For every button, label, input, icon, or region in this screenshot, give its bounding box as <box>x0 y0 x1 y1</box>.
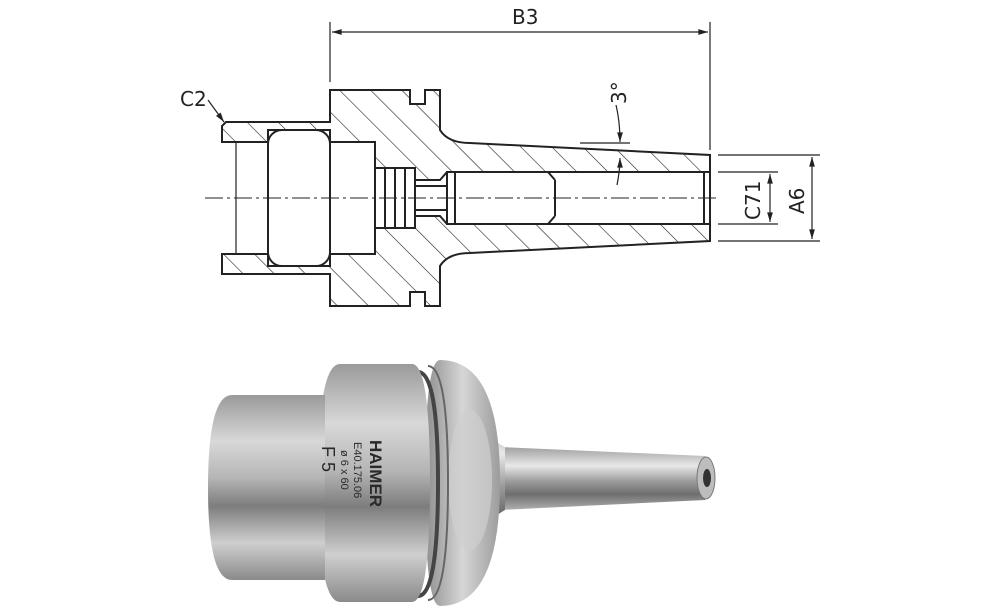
section-body-lower <box>221 215 711 307</box>
engraving: HAIMER E40.175.06 ø 6 x 60 F 5 <box>318 440 385 507</box>
dim-label-a6: A6 <box>785 188 809 214</box>
shank <box>500 447 711 510</box>
leader-c2 <box>207 99 225 123</box>
product-photo: HAIMER E40.175.06 ø 6 x 60 F 5 <box>208 360 716 606</box>
dim-label-b3: B3 <box>512 5 538 29</box>
section-body-upper <box>221 89 711 181</box>
engraving-code: F 5 <box>318 446 338 472</box>
dimension-b3 <box>329 22 711 150</box>
dimension-taper-angle <box>580 104 630 186</box>
engraving-size: ø 6 x 60 <box>338 450 350 490</box>
engraving-part-number: E40.175.06 <box>351 442 363 498</box>
dim-label-c71: C71 <box>741 181 765 220</box>
dim-label-angle: 3° <box>607 81 631 104</box>
main-body <box>318 364 430 602</box>
dim-label-c2: C2 <box>180 87 207 111</box>
engraving-brand: HAIMER <box>366 440 385 507</box>
front-cylinder <box>208 395 325 580</box>
dimension-diameters <box>718 154 820 242</box>
